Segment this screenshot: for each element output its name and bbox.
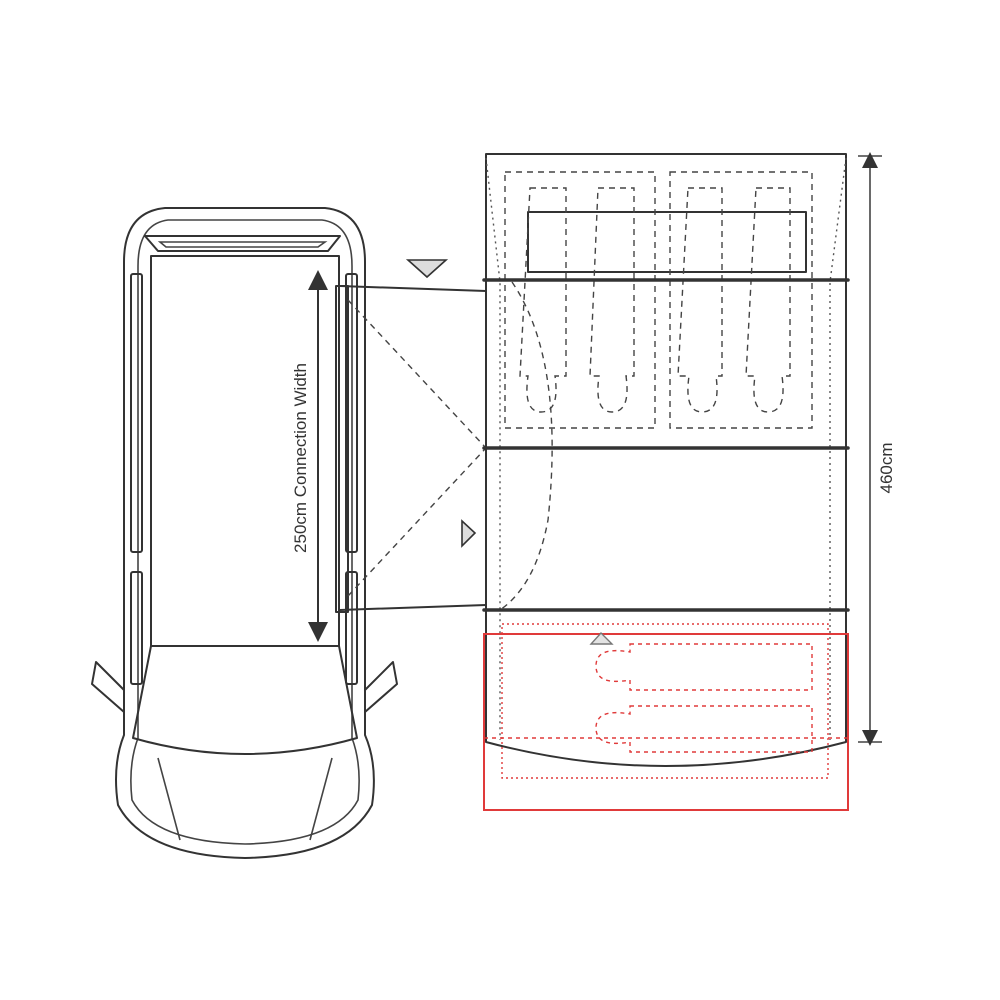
annex-sleeping-bag <box>595 643 813 691</box>
connection-line-top <box>339 285 487 292</box>
vehicle-body <box>115 207 375 859</box>
connection <box>335 259 487 613</box>
connection-line-bottom <box>339 604 487 611</box>
left-side-window-rear <box>130 273 143 553</box>
entrance-arrow-side <box>461 519 477 548</box>
left-side-window-front <box>130 571 143 685</box>
sleeping-bag <box>677 187 723 413</box>
sleeping-bag <box>589 187 635 413</box>
bonnet-line-right <box>309 757 333 841</box>
right-side-window-rear <box>345 273 358 553</box>
bonnet-line-left <box>157 757 181 841</box>
rear-window <box>144 235 341 252</box>
vehicle: 250cm Connection Width <box>91 207 398 859</box>
canopy-panel <box>527 211 807 273</box>
awning-outline <box>485 153 847 767</box>
awning: 460cm <box>482 152 896 767</box>
connection-width-label: 250cm Connection Width <box>291 363 310 553</box>
entrance-arrow-top <box>405 259 449 279</box>
annex <box>483 623 849 811</box>
sleeping-bag <box>519 187 567 413</box>
left-mirror <box>91 661 125 713</box>
annex-inner-tent <box>501 623 829 779</box>
right-mirror <box>364 661 398 713</box>
annex-sleeping-bag <box>595 705 813 753</box>
right-side-window-front <box>345 571 358 685</box>
inner-tent-right <box>669 171 813 429</box>
rear-window-inner <box>157 241 328 248</box>
door-sweep-bottom <box>347 447 487 597</box>
windscreen <box>132 645 358 755</box>
annex-entrance-arrow <box>589 631 614 645</box>
inner-tent-left <box>504 171 656 429</box>
sleeping-bags-top <box>519 187 791 413</box>
length-label: 460cm <box>877 442 896 493</box>
roof-panel <box>150 255 340 647</box>
vehicle-inner-outline <box>130 219 360 845</box>
door-curve <box>499 281 553 611</box>
annex-outline <box>483 633 849 811</box>
sleeping-bag <box>745 187 791 413</box>
door-sweep-top <box>347 299 487 449</box>
